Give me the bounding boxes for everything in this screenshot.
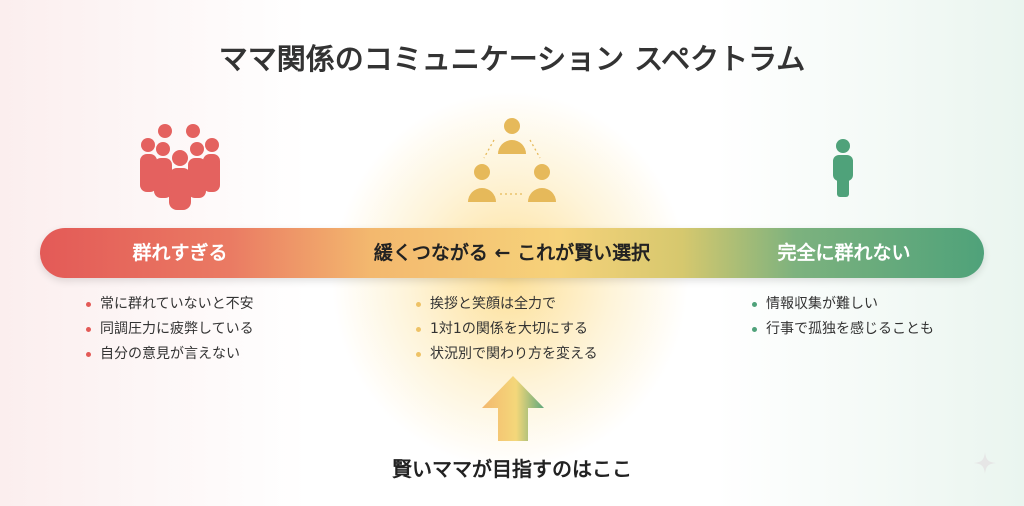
right-bullets: 情報収集が難しい 行事で孤独を感じることも bbox=[752, 292, 934, 342]
list-item: 同調圧力に疲弊している bbox=[86, 317, 254, 342]
right-label: 完全に群れない bbox=[777, 242, 911, 264]
crowd-icon bbox=[140, 124, 220, 210]
sparkle-icon bbox=[974, 452, 996, 474]
callout-text: 賢いママが目指すのはここ bbox=[392, 457, 632, 481]
list-item: 自分の意見が言えない bbox=[86, 342, 254, 367]
left-bullets: 常に群れていないと不安 同調圧力に疲弊している 自分の意見が言えない bbox=[86, 292, 254, 367]
list-item: 状況別で関わり方を変える bbox=[416, 342, 598, 367]
single-person-icon bbox=[833, 139, 853, 197]
page-title: ママ関係のコミュニケーション スペクトラム bbox=[218, 42, 806, 76]
middle-label: 緩くつながる ← これが賢い選択 bbox=[373, 242, 651, 264]
middle-bullets: 挨拶と笑顔は全力で 1対1の関係を大切にする 状況別で関わり方を変える bbox=[416, 292, 598, 367]
list-item: 情報収集が難しい bbox=[752, 292, 934, 317]
spectrum-bar bbox=[40, 228, 984, 278]
list-item: 挨拶と笑顔は全力で bbox=[416, 292, 598, 317]
list-item: 1対1の関係を大切にする bbox=[416, 317, 598, 342]
list-item: 常に群れていないと不安 bbox=[86, 292, 254, 317]
up-arrow-icon bbox=[482, 376, 544, 441]
left-label: 群れすぎる bbox=[132, 242, 228, 264]
connected-trio-icon bbox=[468, 118, 556, 202]
list-item: 行事で孤独を感じることも bbox=[752, 317, 934, 342]
